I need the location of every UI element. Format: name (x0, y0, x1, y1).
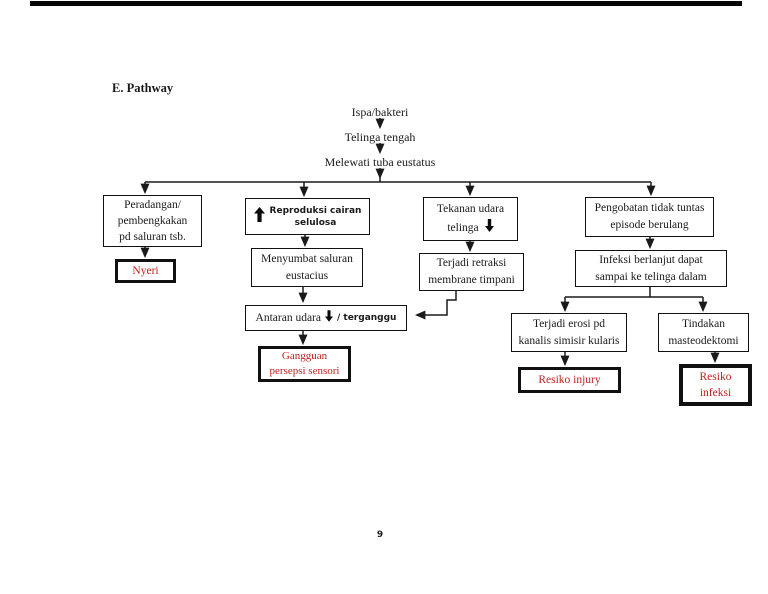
node-gangguan-persepsi: Gangguan persepsi sensori (258, 346, 351, 382)
node-line: eustacius (285, 269, 329, 282)
diagnosis-line: infeksi (699, 387, 732, 399)
node-antaran-udara: Antaran udara / terganggu (245, 305, 407, 331)
node-line: selulosa (294, 217, 337, 228)
node-line: Terjadi erosi pd (532, 317, 605, 330)
node-menyumbat: Menyumbat saluran eustacius (251, 248, 363, 287)
increase-arrow-icon (253, 206, 265, 227)
node-line: Reproduksi cairan (269, 205, 362, 216)
node-tekanan-udara: Tekanan udara telinga (423, 197, 518, 241)
node-line: Menyumbat saluran (261, 252, 353, 265)
node-line: kanalis simisir kularis (518, 334, 620, 347)
diagnosis-line: Gangguan (281, 350, 328, 362)
node-reproduksi-cairan: Reproduksi cairan selulosa (245, 198, 370, 235)
node-line: episode berulang (610, 219, 689, 231)
node-retraksi: Terjadi retraksi membrane timpani (419, 253, 524, 291)
node-line: Tekanan udara (436, 202, 505, 215)
node-resiko-infeksi: Resiko infeksi (679, 364, 752, 406)
node-infeksi-berlanjut: Infeksi berlanjut dapat sampai ke teling… (575, 250, 727, 287)
diagnosis-label: Nyeri (132, 265, 159, 277)
decrease-arrow-icon (484, 218, 494, 239)
node-nyeri: Nyeri (115, 259, 176, 283)
node-line: / terganggu (336, 313, 397, 323)
node-line: Terjadi retraksi (436, 257, 507, 269)
node-line: Pengobatan tidak tuntas (594, 202, 705, 214)
node-peradangan: Peradangan/ pembengkakan pd saluran tsb. (103, 195, 202, 247)
node-line: Peradangan/ (124, 199, 181, 211)
node-tindakan: Tindakan masteodektomi (658, 313, 749, 352)
page-top-border (30, 1, 742, 6)
page-number: 9 (376, 530, 384, 540)
chain-step-telinga-tengah: Telinga tengah (344, 130, 416, 144)
node-erosi: Terjadi erosi pd kanalis simisir kularis (511, 313, 627, 352)
node-line: Antaran udara (255, 312, 321, 324)
section-heading: E. Pathway (112, 81, 174, 95)
node-line: pembengkakan (117, 215, 188, 227)
decrease-arrow-icon (324, 309, 333, 327)
diagnosis-label: Resiko injury (538, 374, 601, 386)
node-line: membrane timpani (428, 274, 515, 286)
node-line: masteodektomi (668, 334, 739, 347)
node-line: telinga (447, 222, 479, 234)
node-line: Infeksi berlanjut dapat (599, 254, 703, 266)
diagnosis-line: Resiko (699, 371, 732, 383)
diagnosis-line: persepsi sensori (269, 365, 340, 377)
node-line: sampai ke telinga dalam (595, 270, 707, 283)
chain-step-melewati-tuba: Melewati tuba eustatus (324, 155, 436, 169)
node-pengobatan: Pengobatan tidak tuntas episode berulang (585, 197, 714, 237)
node-resiko-injury: Resiko injury (518, 367, 621, 393)
chain-step-ispa-bakteri: Ispa/bakteri (351, 105, 409, 119)
node-line: pd saluran tsb. (119, 231, 186, 243)
node-line: Tindakan (681, 317, 726, 330)
